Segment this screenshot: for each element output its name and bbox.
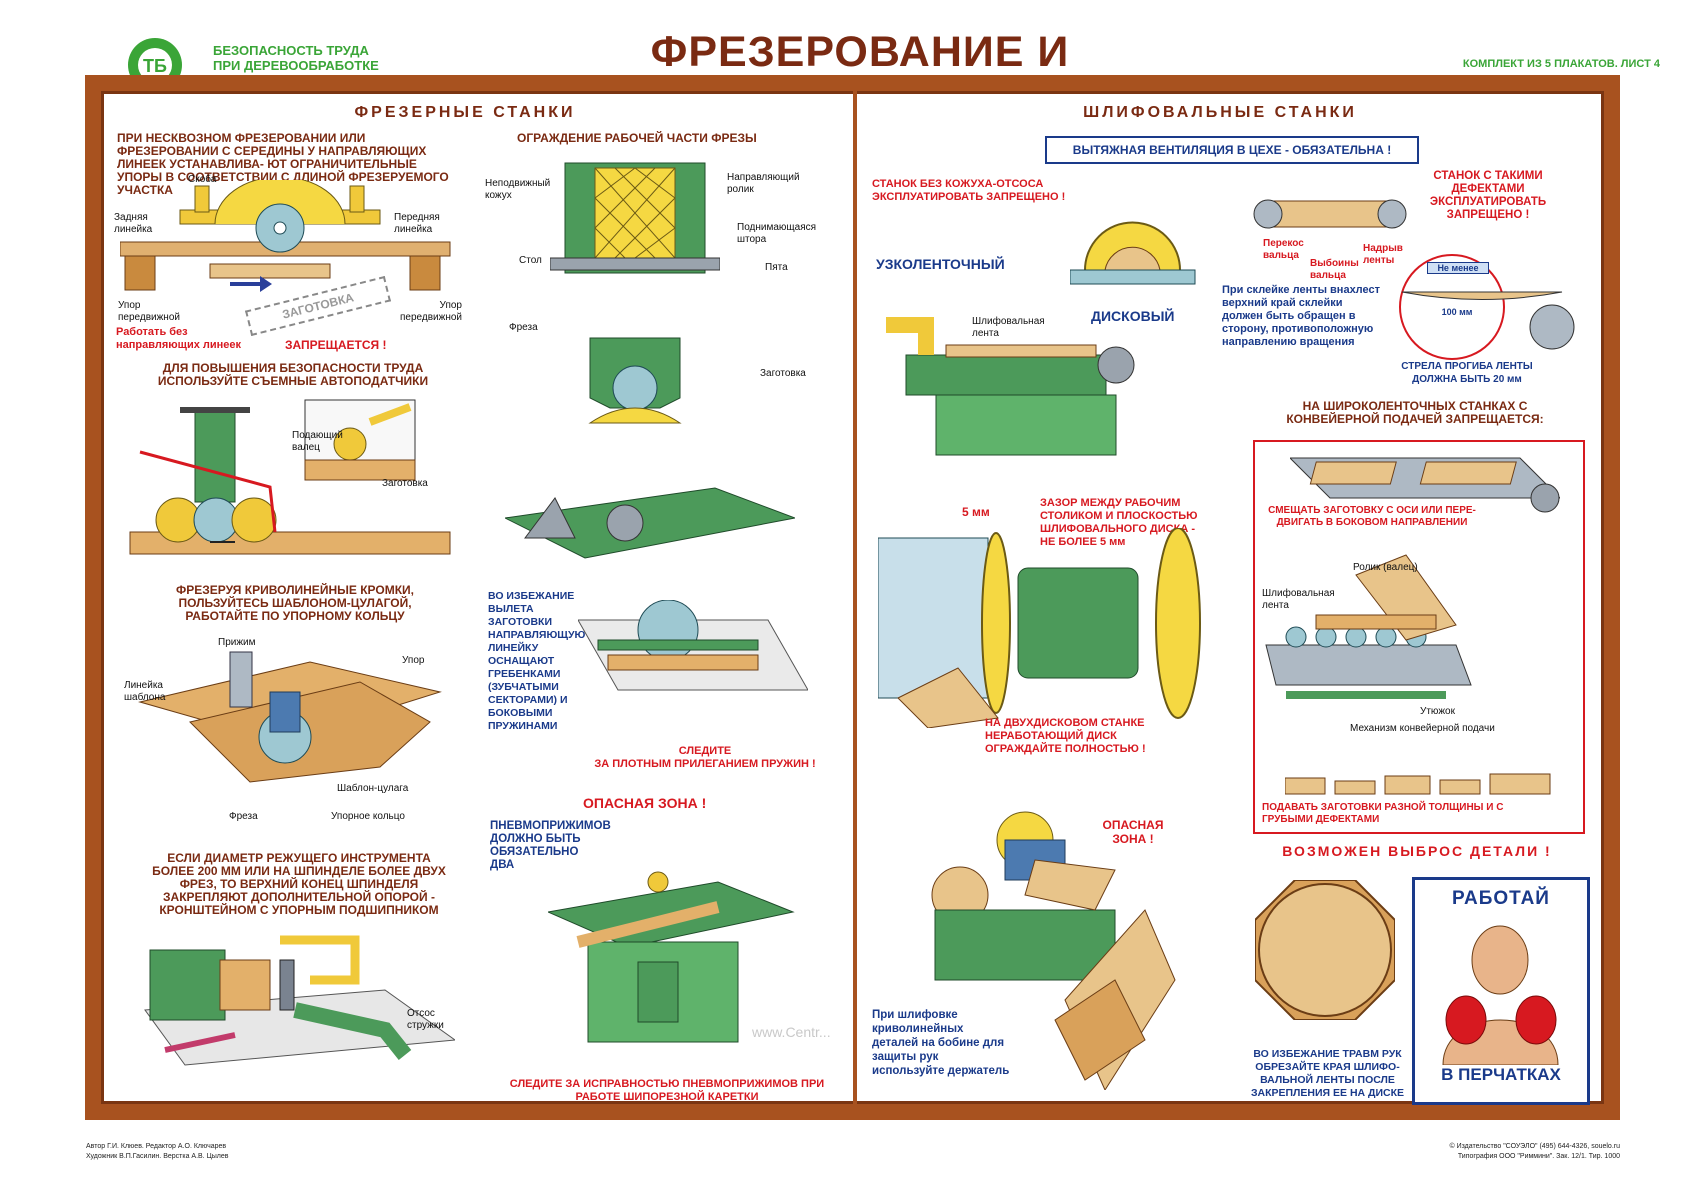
label-belt-2: Шлифовальная лента	[1262, 588, 1335, 611]
no-rulers-text: Работать без направляющих линеек	[116, 326, 242, 351]
narrow-belt-label: УЗКОЛЕНТОЧНЫЙ	[876, 256, 1005, 272]
label-stop: Упор	[402, 655, 425, 666]
defect-pits: Выбоины вальца	[1310, 258, 1359, 281]
label-back-ruler: Задняя линейка	[114, 212, 153, 235]
support-text: ЕСЛИ ДИАМЕТР РЕЖУЩЕГО ИНСТРУМЕНТА БОЛЕЕ …	[152, 851, 446, 917]
pneumo-warning: СЛЕДИТЕ ЗА ИСПРАВНОСТЬЮ ПНЕВМОПРИЖИМОВ П…	[509, 1078, 825, 1103]
holder-text: При шлифовке криволинейных деталей на бо…	[872, 1009, 1010, 1077]
label-table: Стол	[519, 255, 542, 266]
wide-sander-illustration	[1256, 545, 1476, 720]
forbidden-text: ЗАПРЕЩАЕТСЯ !	[285, 338, 387, 352]
template-illustration	[130, 632, 450, 792]
watermark: www.Centr...	[752, 1024, 831, 1040]
belt-defects-illustration	[1250, 186, 1410, 246]
gloves-top: РАБОТАЙ	[1452, 888, 1550, 909]
disc-label: ДИСКОВЫЙ	[1091, 308, 1175, 324]
rulers-illustration	[120, 180, 460, 320]
series-line-1: БЕЗОПАСНОСТЬ ТРУДА	[213, 43, 369, 58]
credits-left-1: Автор Г.И. Клюев. Редактор А.О. Ключарев	[86, 1143, 227, 1150]
bracket-illustration	[135, 920, 455, 1070]
springs-warning: СЛЕДИТЕ ЗА ПЛОТНЫМ ПРИЛЕГАНИЕМ ПРУЖИН !	[570, 745, 840, 771]
guard-illustration	[550, 158, 720, 458]
gloves-bottom: В ПЕРЧАТКАХ	[1441, 1065, 1561, 1084]
label-guide-roller: Направляющий ролик	[727, 172, 800, 195]
label-stop-right: Упор передвижной	[400, 300, 462, 323]
series-line-2: ПРИ ДЕРЕВООБРАБОТКЕ	[213, 58, 379, 73]
narrow-belt-illustration	[876, 305, 1156, 460]
label-belt-1: Шлифовальная лента	[972, 316, 1045, 339]
min-value: 100 мм	[1441, 307, 1473, 317]
thickness-illustration	[1285, 768, 1555, 798]
label-chips: Отсос стружки	[407, 1008, 444, 1031]
credits-left: Автор Г.И. Клюев. Редактор А.О. Ключарев…	[86, 1142, 228, 1162]
wide-title: НА ШИРОКОЛЕНТОЧНЫХ СТАНКАХ С КОНВЕЙЕРНОЙ…	[1286, 399, 1544, 426]
svg-text:ТБ: ТБ	[143, 56, 167, 76]
label-lift-curtain: Поднимающаяся штора	[737, 222, 817, 245]
label-feed-roller: Подающий валец	[292, 430, 343, 453]
bobbin-sander-illustration	[915, 800, 1185, 1090]
label-skoba: Скоба	[188, 174, 217, 185]
twin-disc-text: НА ДВУХДИСКОВОМ СТАНКЕ НЕРАБОТАЮЩИЙ ДИСК…	[985, 717, 1146, 755]
defect-tears: Надрыв ленты	[1363, 243, 1403, 266]
label-conveyor: Механизм конвейерной подачи	[1350, 723, 1495, 734]
label-iron: Утюжок	[1420, 706, 1455, 717]
combs-illustration	[505, 478, 795, 568]
springs-warning-2: ЗА ПЛОТНЫМ ПРИЛЕГАНИЕМ ПРУЖИН !	[594, 758, 816, 770]
label-front-ruler: Передняя линейка	[394, 212, 440, 235]
ventilation-box: ВЫТЯЖНАЯ ВЕНТИЛЯЦИЯ В ЦЕХЕ - ОБЯЗАТЕЛЬНА…	[1045, 136, 1419, 164]
credits-right: © Издательство "СОУЭЛО" (495) 644-4326, …	[1300, 1142, 1620, 1162]
label-template: Шаблон-цулага	[337, 783, 409, 794]
label-workpiece-2: Заготовка	[382, 478, 428, 489]
label-fixed-cover: Неподвижный кожух	[485, 178, 551, 201]
pneumo-text: ПНЕВМОПРИЖИМОВ ДОЛЖНО БЫТЬ ОБЯЗАТЕЛЬНО Д…	[490, 820, 611, 871]
sag-text: СТРЕЛА ПРОГИБА ЛЕНТЫ ДОЛЖНА БЫТЬ 20 мм	[1401, 361, 1533, 385]
danger-zone-2: ОПАСНАЯ ЗОНА !	[1102, 818, 1164, 846]
gap-text: ЗАЗОР МЕЖДУ РАБОЧИМ СТОЛИКОМ И ПЛОСКОСТЬ…	[1040, 497, 1198, 548]
label-cutter-2: Фреза	[509, 322, 538, 333]
min-label: Не менее	[1427, 262, 1489, 274]
trim-text: ВО ИЗБЕЖАНИЕ ТРАВМ РУК ОБРЕЗАЙТЕ КРАЯ ШЛ…	[1250, 1048, 1405, 1099]
series-title: БЕЗОПАСНОСТЬ ТРУДА ПРИ ДЕРЕВООБРАБОТКЕ	[213, 43, 413, 73]
template-text: ФРЕЗЕРУЯ КРИВОЛИНЕЙНЫЕ КРОМКИ, ПОЛЬЗУЙТЕ…	[176, 583, 414, 623]
label-roller: Ролик (валец)	[1353, 562, 1418, 573]
combs-text: ВО ИЗБЕЖАНИЕ ВЫЛЕТА ЗАГОТОВКИ НАПРАВЛЯЮЩ…	[488, 590, 586, 732]
no-hood-text: СТАНОК БЕЗ КОЖУХА-ОТСОСА ЭКСПЛУАТИРОВАТЬ…	[872, 178, 1066, 203]
limits-text: ПРИ НЕСКВОЗНОМ ФРЕЗЕРОВАНИИ ИЛИ ФРЕЗЕРОВ…	[117, 131, 449, 197]
sanding-section-title: ШЛИФОВАЛЬНЫЕ СТАНКИ	[1083, 104, 1357, 121]
label-stop-left: Упор передвижной	[118, 300, 180, 323]
sag-circle-illustration	[1392, 252, 1582, 362]
label-clamp: Прижим	[218, 637, 256, 648]
label-cutter: Фреза	[229, 811, 258, 822]
twin-disc-illustration	[878, 528, 1218, 728]
set-info: КОМПЛЕКТ ИЗ 5 ПЛАКАТОВ. ЛИСТ 4	[1462, 58, 1660, 70]
trimmed-disc-illustration	[1255, 880, 1395, 1020]
defect-skew: Перекос вальца	[1263, 238, 1304, 261]
disc-sander-illustration	[1070, 215, 1200, 300]
label-template-ruler: Линейка шаблона	[124, 680, 166, 703]
gap-value: 5 мм	[962, 505, 990, 519]
label-ring: Упорное кольцо	[331, 811, 405, 822]
milling-section-title: ФРЕЗЕРНЫЕ СТАНКИ	[354, 104, 576, 121]
wide-rule-1: СМЕЩАТЬ ЗАГОТОВКУ С ОСИ ИЛИ ПЕРЕ- ДВИГАТ…	[1268, 505, 1476, 528]
guard-title: ОГРАЖДЕНИЕ РАБОЧЕЙ ЧАСТИ ФРЕЗЫ	[517, 131, 757, 145]
label-heel: Пята	[765, 262, 788, 273]
center-divider	[853, 91, 857, 1105]
danger-zone-1: ОПАСНАЯ ЗОНА !	[583, 795, 707, 811]
springs-illustration	[578, 600, 808, 710]
autofeeder-illustration	[120, 392, 460, 567]
credits-left-2: Художник В.П.Гасилин. Верстка А.В. Цылев	[86, 1153, 229, 1160]
credits-right-1: © Издательство "СОУЭЛО" (495) 644-4326, …	[1449, 1143, 1620, 1150]
wide-rule-2: ПОДАВАТЬ ЗАГОТОВКИ РАЗНОЙ ТОЛЩИНЫ И С ГР…	[1262, 802, 1504, 825]
boxer-illustration	[1428, 915, 1573, 1065]
splice-text: При склейке ленты внахлест верхний край …	[1222, 284, 1381, 348]
label-workpiece-3: Заготовка	[760, 368, 806, 379]
defects-title: СТАНОК С ТАКИМИ ДЕФЕКТАМИ ЭКСПЛУАТИРОВАТ…	[1429, 170, 1547, 221]
credits-right-2: Типография ООО "Риммини". Зак. 12/1. Тир…	[1457, 1153, 1620, 1160]
conveyor-illustration	[1290, 448, 1560, 518]
autofeed-text: ДЛЯ ПОВЫШЕНИЯ БЕЗОПАСНОСТИ ТРУДА ИСПОЛЬЗ…	[157, 361, 429, 388]
wide-rules-frame	[1253, 440, 1585, 834]
eject-warning: ВОЗМОЖЕН ВЫБРОС ДЕТАЛИ !	[1282, 843, 1552, 859]
springs-warning-1: СЛЕДИТЕ	[678, 745, 732, 757]
tenon-machine-illustration	[548, 832, 798, 1052]
